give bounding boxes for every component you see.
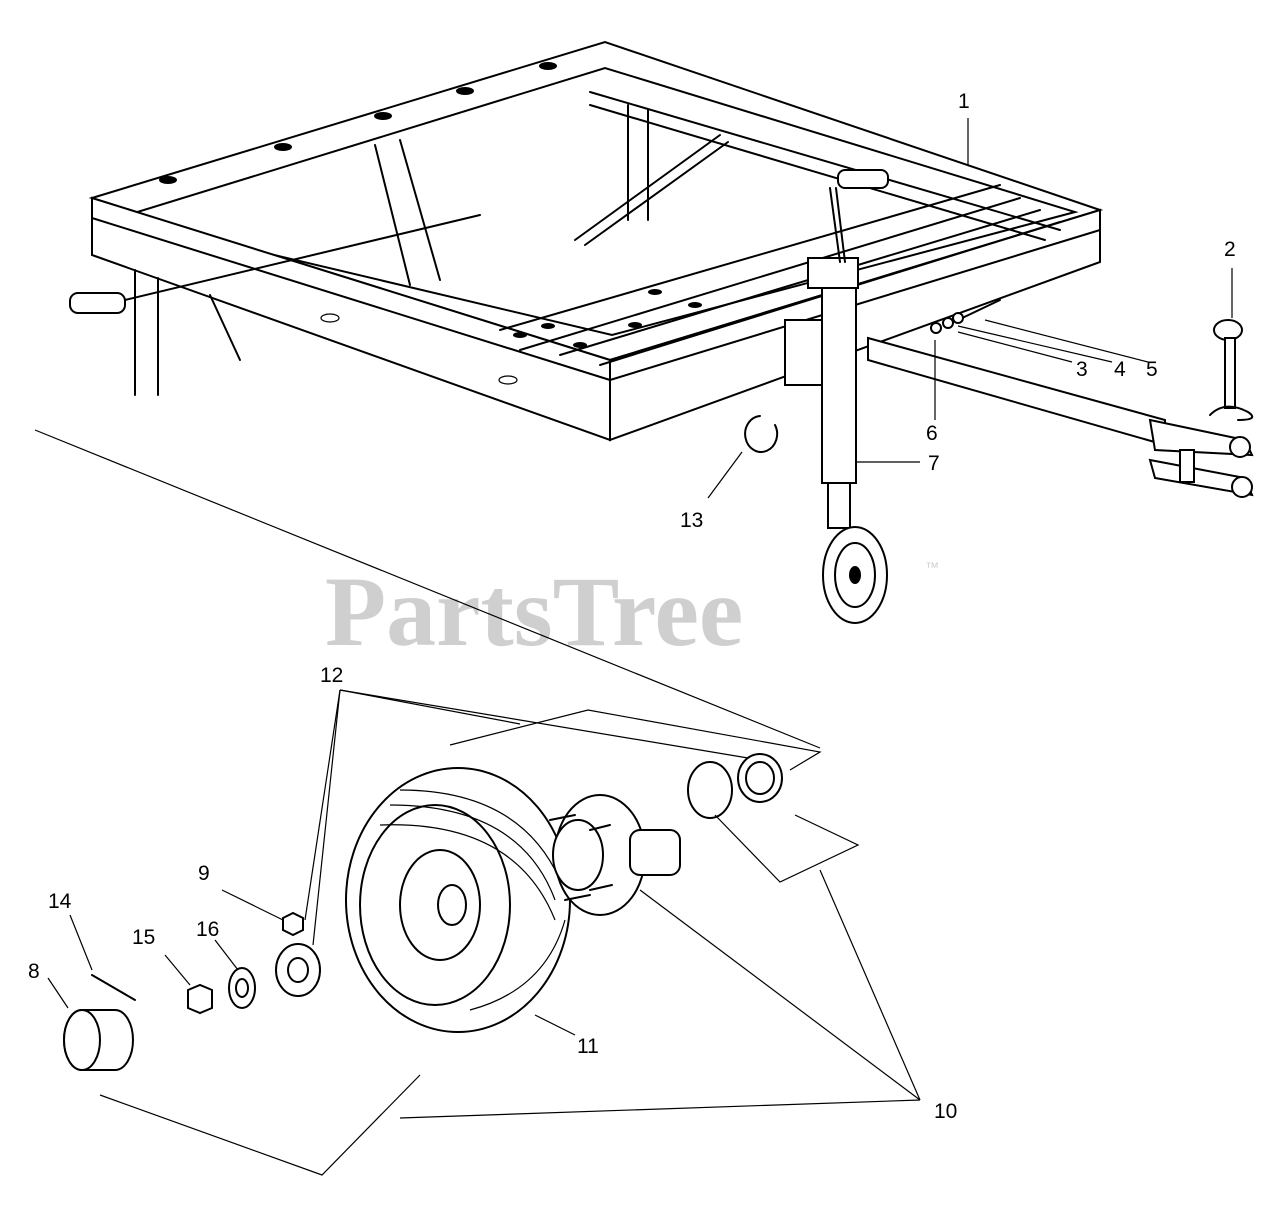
callout-6: 6 xyxy=(926,422,938,445)
hitch-tongue xyxy=(867,336,1254,498)
callout-2: 2 xyxy=(1224,238,1236,261)
callout-16: 16 xyxy=(196,918,219,941)
watermark-trademark: ™ xyxy=(925,559,939,575)
leader-lines xyxy=(47,118,1233,1036)
callout-15: 15 xyxy=(132,926,155,949)
snap-ring xyxy=(744,415,779,453)
bolt-and-washers xyxy=(930,299,1001,334)
callout-14: 14 xyxy=(48,890,72,913)
callout-7: 7 xyxy=(928,452,940,475)
bracket-lines xyxy=(99,689,921,1176)
wheel-assembly xyxy=(34,429,821,1071)
callout-3: 3 xyxy=(1076,358,1088,381)
callout-10: 10 xyxy=(934,1100,957,1123)
callout-13: 13 xyxy=(680,509,703,532)
jack-stand xyxy=(784,169,889,624)
callout-labels: 1 2 3 4 5 6 7 8 9 10 11 12 13 14 15 16 xyxy=(28,90,1236,1123)
watermark-text: PartsTree xyxy=(325,556,743,667)
callout-5: 5 xyxy=(1146,358,1158,381)
callout-9: 9 xyxy=(198,862,210,885)
callout-1: 1 xyxy=(958,90,970,113)
callout-8: 8 xyxy=(28,960,40,983)
hitch-pin xyxy=(1209,319,1254,421)
callout-12: 12 xyxy=(320,664,343,687)
callout-11: 11 xyxy=(577,1035,599,1058)
callout-4: 4 xyxy=(1114,358,1126,381)
